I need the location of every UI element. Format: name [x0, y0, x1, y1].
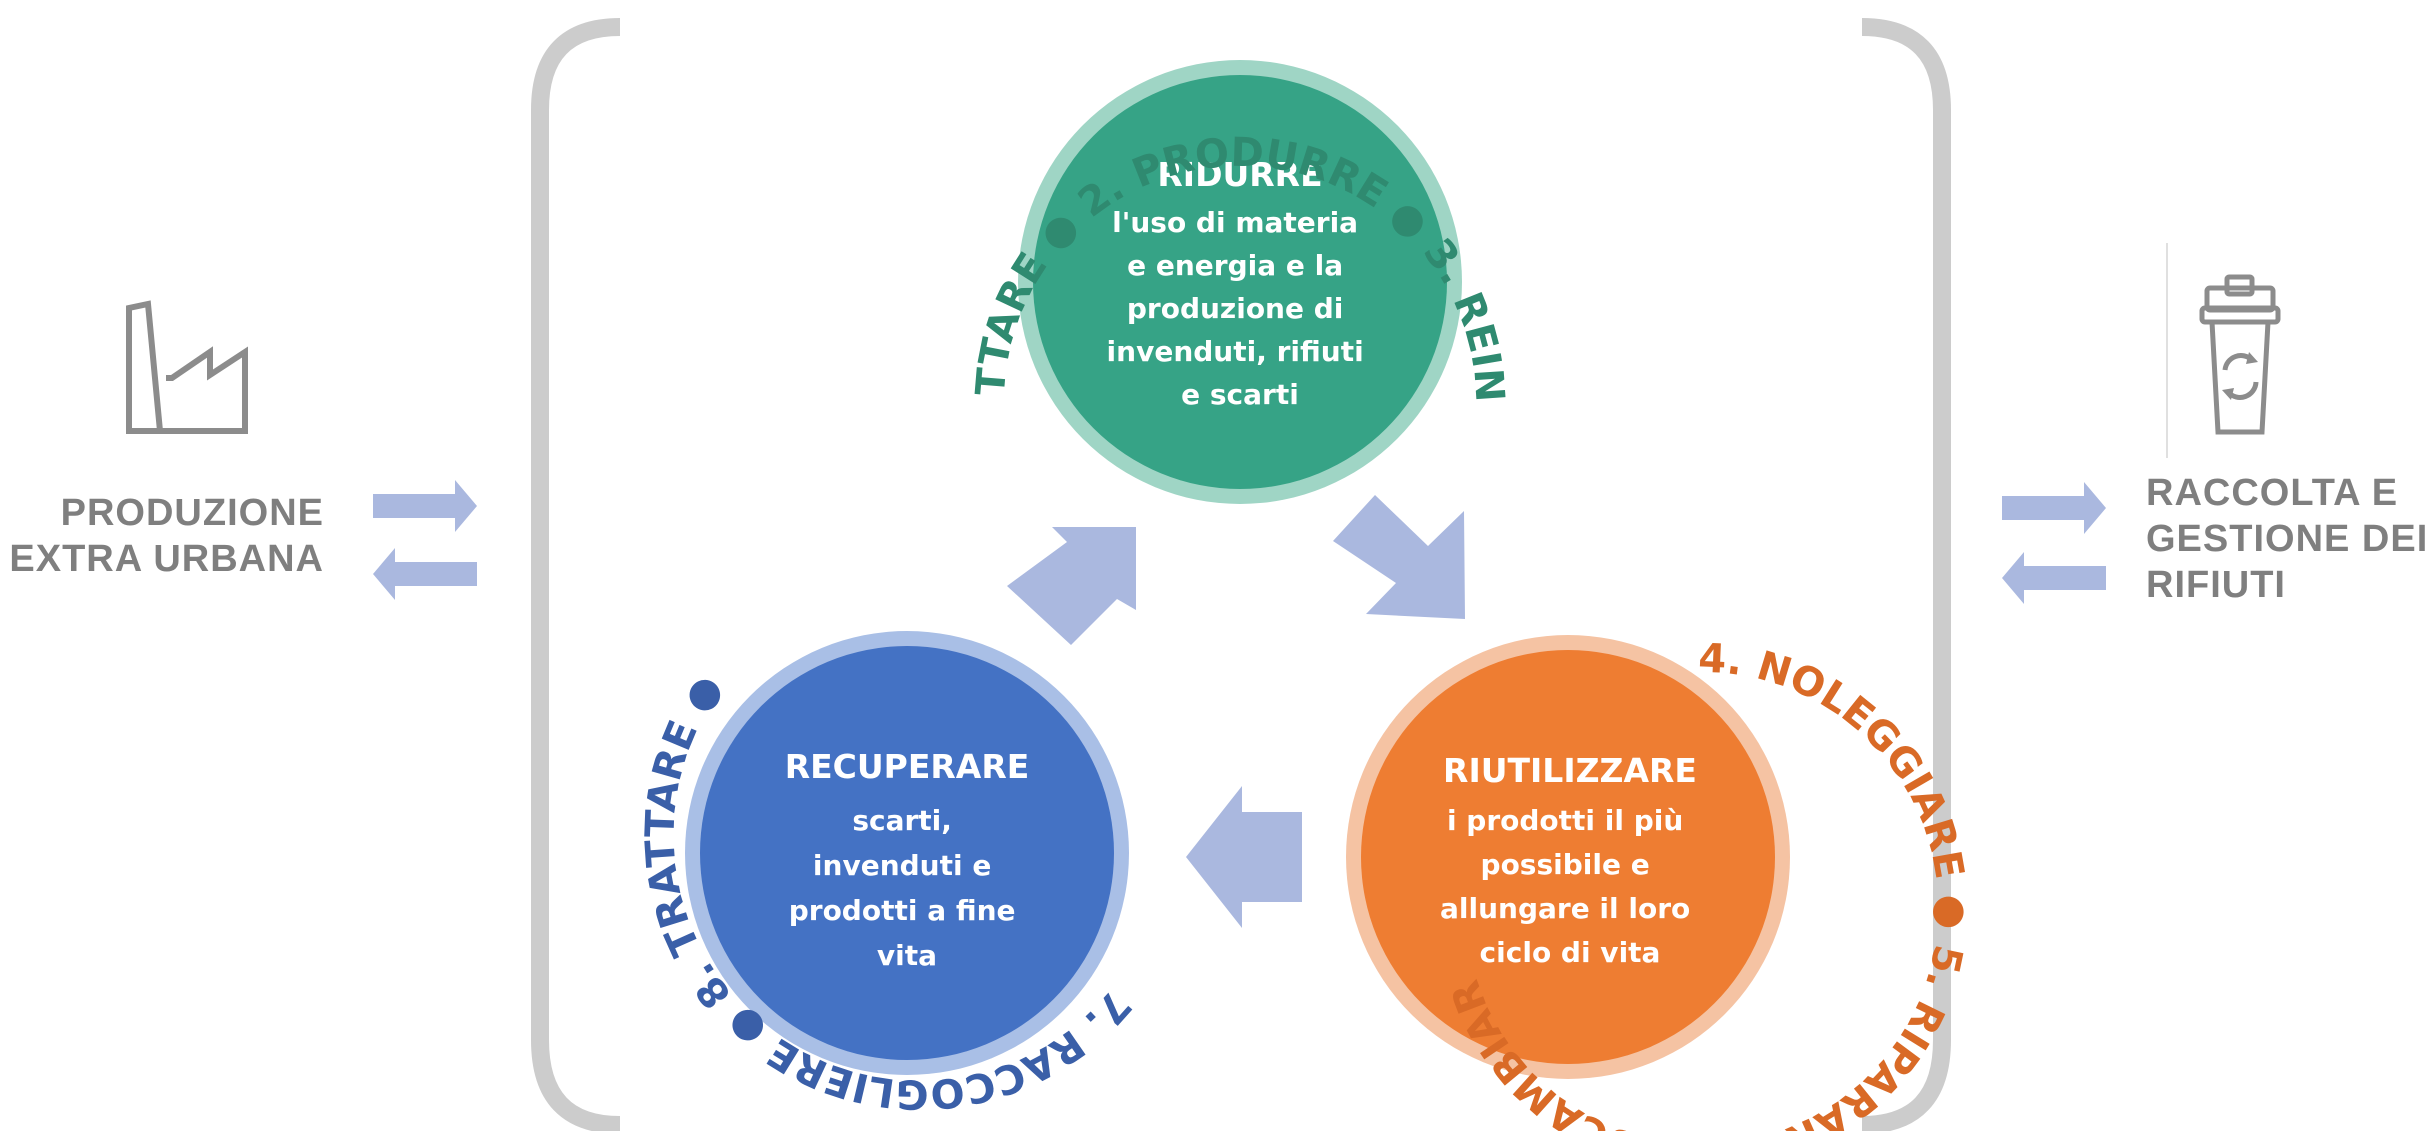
recuperare-body-line: vita: [877, 939, 937, 972]
riutilizzare-title: RIUTILIZZARE: [1443, 751, 1697, 790]
left-label-line: EXTRA URBANA: [9, 538, 324, 580]
right-double-arrow: [2002, 482, 2106, 604]
riutilizzare-body-line: ciclo di vita: [1480, 936, 1661, 969]
cycle-arrows: [1007, 495, 1465, 928]
recuperare-body: scarti, invenduti e prodotti a fine vita: [789, 804, 1026, 972]
riutilizzare-body-line: i prodotti il più: [1447, 804, 1683, 837]
arrow-orange-to-blue: [1186, 786, 1302, 928]
ridurre-body-line: e scarti: [1181, 378, 1299, 411]
right-label-line: GESTIONE DEI: [2146, 518, 2429, 560]
ridurre-body-line: produzione di: [1127, 292, 1344, 325]
ridurre-body-line: l'uso di materia: [1112, 206, 1358, 239]
arrow-left-left-side: [373, 548, 477, 600]
riutilizzare-body: i prodotti il più possibile e allungare …: [1440, 804, 1700, 969]
riutilizzare-body-line: allungare il loro: [1440, 892, 1690, 925]
arrow-green-to-orange: [1333, 495, 1465, 619]
recycling-bin-icon: [2199, 274, 2281, 435]
recuperare-title: RECUPERARE: [785, 747, 1030, 786]
left-label-line: PRODUZIONE: [60, 492, 324, 534]
arrow-right-right-side: [2002, 482, 2106, 534]
factory-icon: [126, 300, 248, 434]
recuperare-disc: [700, 646, 1114, 1060]
ridurre-title: RIDURRE: [1157, 155, 1322, 194]
container-bracket-left: [531, 18, 621, 1134]
riutilizzare-disc: [1361, 650, 1775, 1064]
recuperare-body-line: prodotti a fine: [789, 894, 1016, 927]
right-label-line: RIFIUTI: [2146, 564, 2286, 606]
recuperare-body-line: invenduti e: [813, 849, 991, 882]
riutilizzare-body-line: possibile e: [1481, 848, 1650, 881]
right-label-line: RACCOLTA E: [2146, 472, 2399, 514]
ridurre-disc: [1033, 75, 1447, 489]
right-side-label: RACCOLTA E GESTIONE DEI RIFIUTI: [2146, 470, 2428, 608]
ridurre-body: l'uso di materia e energia e la produzio…: [1107, 206, 1374, 411]
container-bracket-right: [1861, 18, 1951, 1134]
left-side-label: PRODUZIONE EXTRA URBANA: [9, 490, 324, 582]
arrow-right-left-side: [373, 480, 477, 532]
arrow-blue-to-green: [1007, 527, 1136, 645]
recuperare-body-line: scarti,: [852, 804, 952, 837]
ridurre-body-line: invenduti, rifiuti: [1107, 335, 1364, 368]
left-double-arrow: [373, 480, 477, 600]
ridurre-body-line: e energia e la: [1127, 249, 1343, 282]
arrow-left-right-side: [2002, 552, 2106, 604]
